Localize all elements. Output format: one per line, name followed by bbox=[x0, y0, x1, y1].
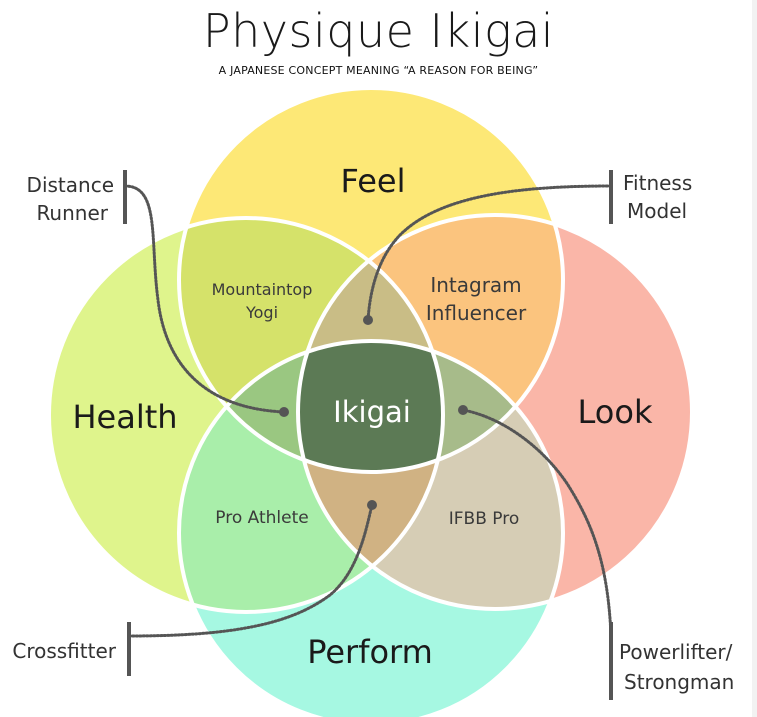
page-edge bbox=[752, 0, 757, 717]
feel-look-perform-overlap bbox=[298, 341, 563, 472]
crossfitter-label: Crossfitter bbox=[12, 639, 116, 663]
mountaintop-yogi-label-line2: Yogi bbox=[245, 303, 278, 322]
mountaintop-yogi-label-line1: Mountaintop bbox=[212, 280, 313, 299]
powerlifter-connector bbox=[461, 408, 613, 638]
distance-runner-dot bbox=[279, 407, 289, 417]
crossfitter-dot bbox=[367, 500, 377, 510]
pro-athlete-label: Pro Athlete bbox=[215, 508, 308, 528]
circle-outlines bbox=[47, 86, 694, 717]
crossfitter-bar bbox=[127, 622, 131, 676]
ifbb-pro-label: IFBB Pro bbox=[449, 509, 520, 529]
distance-runner-label-line2: Runner bbox=[36, 201, 108, 225]
powerlifter-label-line1: Powerlifter/ bbox=[619, 640, 733, 664]
intagram-influencer-label-line2: Influencer bbox=[426, 301, 527, 325]
fitness-model-dot bbox=[363, 315, 373, 325]
powerlifter-bar bbox=[609, 622, 613, 700]
intagram-influencer-label-line1: Intagram bbox=[430, 273, 521, 297]
health-label: Health bbox=[72, 398, 177, 436]
powerlifter-dot bbox=[458, 405, 468, 415]
look-label: Look bbox=[578, 393, 653, 431]
feel-health-look-overlap bbox=[298, 218, 443, 472]
ikigai-center-label: Ikigai bbox=[333, 395, 411, 429]
distance-runner-connector bbox=[123, 184, 286, 414]
fitness-model-bar bbox=[609, 170, 613, 224]
page-title: Physique Ikigai bbox=[202, 4, 555, 58]
health-look-perform-overlap bbox=[298, 341, 443, 609]
perform-label: Perform bbox=[307, 633, 433, 671]
page-subtitle: A JAPANESE CONCEPT MEANING “A REASON FOR… bbox=[218, 64, 539, 77]
crossfitter-connector bbox=[127, 503, 374, 638]
powerlifter-label-line2: Strongman bbox=[624, 670, 734, 694]
distance-runner-bar bbox=[123, 170, 127, 224]
distance-runner-label-line1: Distance bbox=[27, 173, 114, 197]
fitness-model-label-line2: Model bbox=[627, 199, 687, 223]
fitness-model-label-line1: Fitness bbox=[623, 171, 692, 195]
feel-health-perform-overlap bbox=[179, 341, 443, 472]
feel-label: Feel bbox=[341, 162, 406, 200]
fitness-model-connector bbox=[366, 184, 613, 322]
